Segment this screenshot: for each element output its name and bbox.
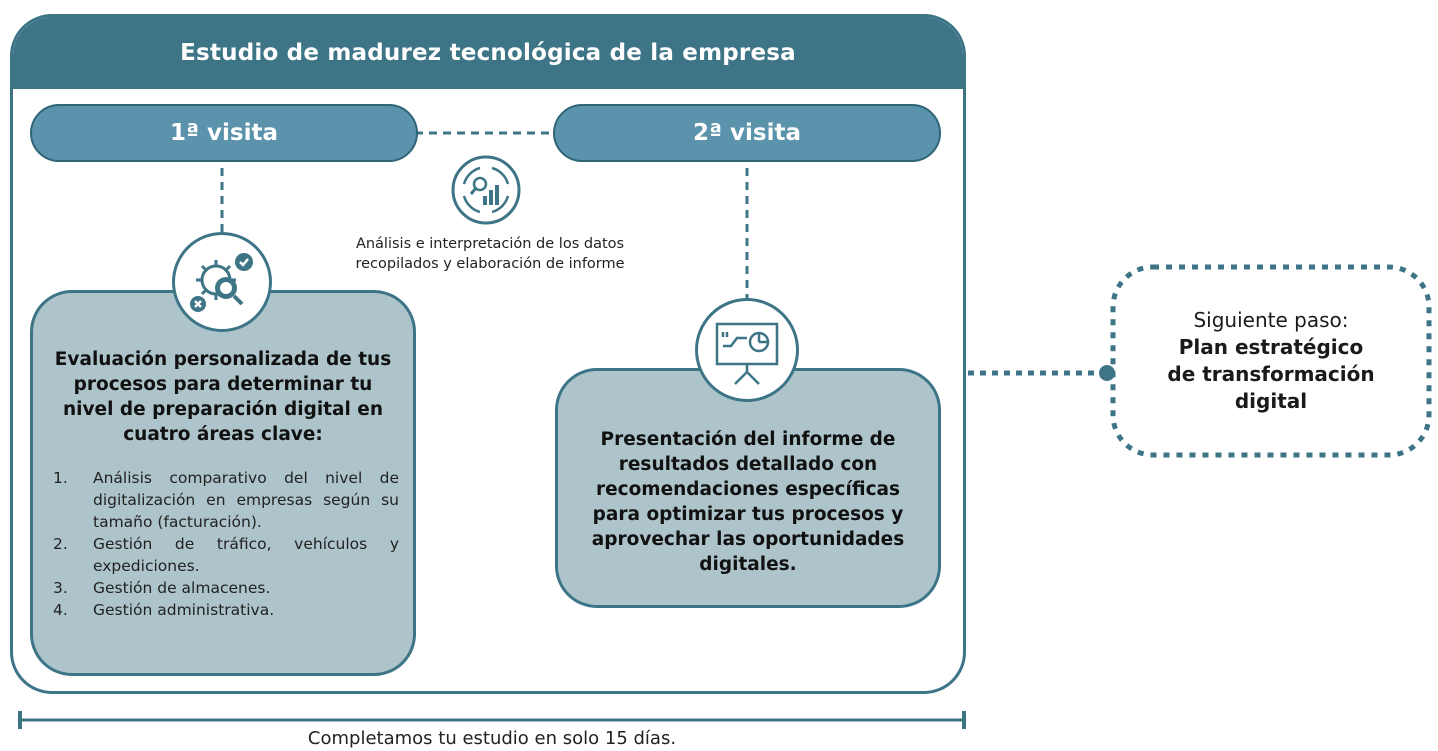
list-item-text: Análisis comparativo del nivel de digita… — [93, 469, 399, 531]
presentation-text: Presentación del informe de resultados d… — [591, 429, 905, 575]
gear-search-icon — [172, 232, 272, 332]
list-item: 3. Gestión de almacenes. — [43, 577, 399, 599]
list-item: 1. Análisis comparativo del nivel de digi… — [43, 467, 399, 533]
second-visit-label: 2ª visita — [693, 120, 801, 146]
list-item-text: Gestión de almacenes. — [93, 579, 271, 597]
timeline-bar — [18, 711, 966, 729]
evaluation-title: Evaluación personalizada de tus procesos… — [54, 349, 392, 445]
first-visit-label: 1ª visita — [170, 120, 278, 146]
evaluation-card: Evaluación personalizada de tus procesos… — [30, 290, 416, 676]
next-step-box: Siguiente paso: Plan estratégico de tran… — [1110, 264, 1432, 458]
analysis-caption: Análisis e interpretación de los datos r… — [322, 234, 658, 274]
presentation-board-icon — [695, 298, 799, 402]
list-item-number: 1. — [53, 469, 68, 487]
timeline-caption: Completamos tu estudio en solo 15 días. — [307, 728, 677, 749]
presentation-card: Presentación del informe de resultados d… — [555, 368, 941, 608]
analysis-caption-line2: recopilados y elaboración de informe — [355, 256, 625, 272]
second-visit-pill: 2ª visita — [553, 104, 941, 162]
next-step-line2: Plan estratégico — [1178, 335, 1364, 359]
list-item: 2. Gestión de tráfico, vehículos y expedi… — [43, 533, 399, 577]
list-item: 4. Gestión administrativa. — [43, 599, 399, 621]
list-item-number: 4. — [53, 601, 68, 619]
analysis-icon — [450, 154, 522, 226]
analysis-caption-line1: Análisis e interpretación de los datos — [355, 236, 625, 252]
list-item-text: Gestión administrativa. — [93, 601, 275, 619]
next-step-line4: digital — [1234, 389, 1308, 413]
list-item-number: 2. — [53, 535, 68, 553]
first-visit-pill: 1ª visita — [30, 104, 418, 162]
list-item-text: Gestión de tráfico, vehículos y expedici… — [93, 535, 399, 575]
study-title: Estudio de madurez tecnológica de la emp… — [13, 17, 963, 89]
evaluation-list: 1. Análisis comparativo del nivel de digi… — [43, 467, 399, 621]
next-step-intro: Siguiente paso: — [1193, 308, 1349, 332]
next-step-text: Siguiente paso: Plan estratégico de tran… — [1110, 264, 1432, 458]
list-item-number: 3. — [53, 579, 68, 597]
next-step-line3: de transformación — [1167, 362, 1375, 386]
